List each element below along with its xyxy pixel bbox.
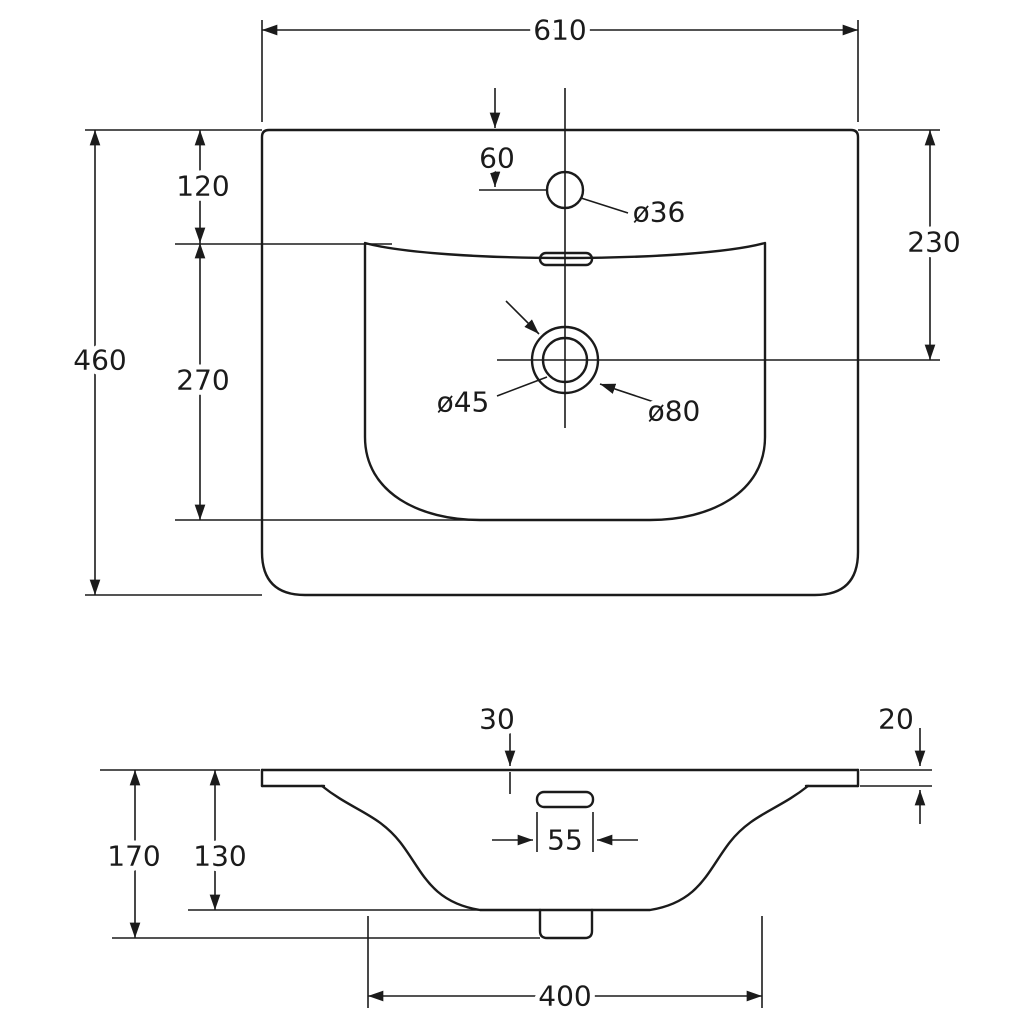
dim-overall-height: 170: [107, 840, 160, 873]
dim-overflow-width: 55: [547, 824, 583, 857]
dim-faucet-offset: 60: [479, 142, 515, 175]
front-view: 30 20 170 130 55 400: [100, 698, 932, 1018]
basin-profile: [320, 784, 810, 912]
top-view: 610 60 ø36 120 230 460 270 ø45 ø80: [68, 9, 966, 597]
sink-outline: [260, 128, 860, 597]
overflow-slot-top: [538, 251, 594, 267]
front-view-dimension-lines: [129, 728, 926, 1002]
faucet-diameter-label: ø36: [633, 196, 686, 229]
dim-overflow-offset: 30: [479, 703, 515, 736]
top-view-dimension-lines: [89, 24, 936, 595]
dim-overall-depth: 460: [73, 344, 126, 377]
top-view-leader-lines: [496, 197, 667, 407]
drain-outer-diameter-label: ø80: [648, 395, 701, 428]
dim-basin-depth: 130: [193, 840, 246, 873]
dim-drain-from-top-edge: 230: [907, 226, 960, 259]
drain-inner-diameter-label: ø45: [437, 386, 490, 419]
rim-slab: [260, 768, 860, 788]
centerlines: [497, 88, 940, 428]
overflow-slot-front: [535, 790, 595, 809]
drain-stub: [538, 908, 594, 940]
dim-basin-length: 270: [176, 364, 229, 397]
dim-overall-width: 610: [533, 14, 586, 47]
front-view-extension-lines: [100, 769, 932, 1008]
top-view-extension-lines: [85, 20, 940, 596]
dim-rim-thickness: 20: [878, 703, 914, 736]
dim-bottom-width: 400: [538, 980, 591, 1013]
basin-outline: [363, 241, 767, 522]
dim-rim-to-basin: 120: [176, 170, 229, 203]
